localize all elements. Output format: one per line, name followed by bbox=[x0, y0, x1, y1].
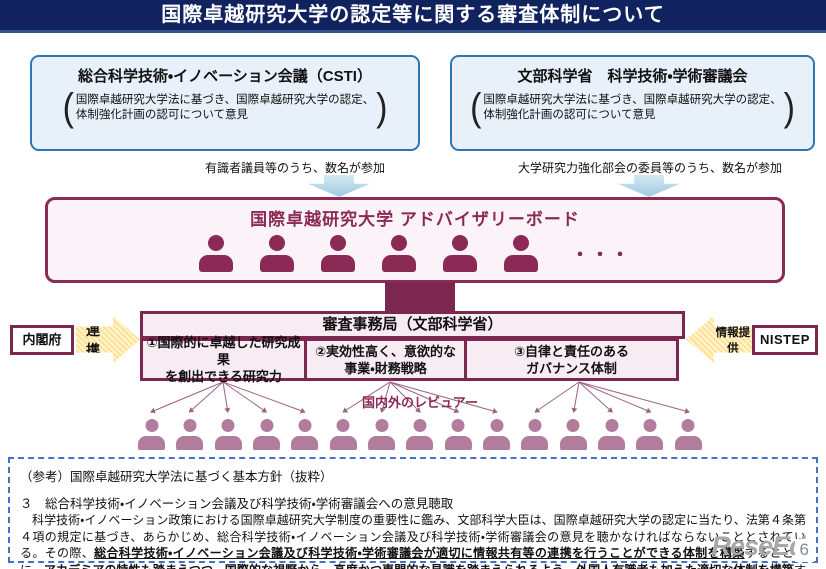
person-icon bbox=[483, 419, 511, 450]
person-icon bbox=[214, 419, 242, 450]
page-number: 6 bbox=[794, 539, 814, 562]
down-arrow-icon bbox=[308, 175, 370, 197]
mext-box: 文部科学省 科学技術・学術審議会 ( 国際卓越研究大学法に基づき、国際卓越研究大… bbox=[450, 55, 815, 151]
person-icon bbox=[521, 419, 549, 450]
reference-segment: 科学技術・イノベーション政策における国際卓越研究大学制度の重要性に鑑み、文部科学… bbox=[20, 513, 806, 560]
secretariat-items: ①国際的に卓越した研究成果 を創出できる研究力 ②実効性高く、意欲的な 事業・財… bbox=[140, 335, 685, 384]
person-icon bbox=[368, 419, 396, 450]
info-provision-arrow: 情報提供 bbox=[686, 316, 752, 363]
reference-box: （参考）国際卓越研究大学法に基づく基本方針（抜粋） ３ 総合科学技術・イノベーシ… bbox=[8, 457, 818, 569]
reference-heading: （参考）国際卓越研究大学法に基づく基本方針（抜粋） bbox=[20, 470, 333, 484]
advisory-board-box: 国際卓越研究大学 アドバイザリーボード ・・・ bbox=[45, 197, 785, 283]
secretariat-title: 審査事務局（文部科学省） bbox=[140, 311, 685, 339]
person-icon bbox=[559, 419, 587, 450]
person-icon bbox=[674, 419, 702, 450]
mext-note: ( 国際卓越研究大学法に基づき、国際卓越研究大学の認定、 体制強化計画の認可につ… bbox=[462, 86, 803, 130]
info-provision-label: 情報提供 bbox=[715, 326, 751, 355]
person-icon bbox=[329, 419, 357, 450]
close-paren: ) bbox=[783, 86, 795, 130]
open-paren: ( bbox=[62, 86, 74, 130]
advisory-board-title: 国際卓越研究大学 アドバイザリーボード bbox=[250, 210, 580, 229]
reference-segment-bold: 総合科学技術・イノベーション会議及び科学技術・学術審議会が適切に情報共有等の連携… bbox=[94, 546, 745, 560]
person-icon bbox=[138, 419, 165, 450]
csti-note: ( 国際卓越研究大学法に基づき、国際卓越研究大学の認定、 体制強化計画の認可につ… bbox=[42, 86, 408, 130]
watermark: ReseEd 6 bbox=[711, 531, 814, 562]
reference-segment: するとともに、 bbox=[20, 546, 806, 569]
left-participation-label: 有識者議員等のうち、数名が参加 bbox=[204, 161, 385, 175]
person-icon bbox=[598, 419, 626, 450]
person-icon bbox=[260, 235, 294, 272]
ellipsis-dots: ・・・ bbox=[571, 244, 631, 265]
person-icon bbox=[176, 419, 204, 450]
board-secretariat-connector bbox=[385, 280, 455, 314]
mext-note-text: 国際卓越研究大学法に基づき、国際卓越研究大学の認定、 体制強化計画の認可について… bbox=[483, 94, 782, 121]
reviewers-label: 国内外のレビュアー bbox=[362, 395, 478, 410]
reference-subheading: ３ 総合科学技術・イノベーション会議及び科学技術・学術審議会への意見聴取 bbox=[20, 497, 454, 511]
person-icon bbox=[199, 235, 233, 272]
advisory-members-row: ・・・ bbox=[199, 235, 631, 272]
nistep-box: NISTEP bbox=[752, 325, 818, 355]
csti-title: 総合科学技術・イノベーション会議（CSTI） bbox=[78, 68, 372, 85]
person-icon bbox=[253, 419, 281, 450]
cabinet-office-box: 内閣府 bbox=[10, 325, 74, 355]
person-icon bbox=[504, 235, 538, 272]
down-arrow-icon bbox=[618, 175, 680, 197]
csti-note-text: 国際卓越研究大学法に基づき、国際卓越研究大学の認定、 体制強化計画の認可について… bbox=[75, 94, 375, 121]
reference-segment-bold: アカデミアの特性も踏まえつつ、国際的な視野から、高度かつ専門的な見識を踏まえられ… bbox=[44, 563, 794, 569]
person-icon bbox=[444, 419, 472, 450]
advisory-members bbox=[199, 235, 538, 272]
reference-segment: することとする。 bbox=[20, 563, 806, 569]
right-participation-label: 大学研究力強化部会の委員等のうち、数名が参加 bbox=[517, 161, 782, 175]
cooperation-arrow: 連 携 bbox=[76, 316, 140, 363]
person-icon bbox=[382, 235, 416, 272]
reference-body: 科学技術・イノベーション政策における国際卓越研究大学制度の重要性に鑑み、文部科学… bbox=[20, 512, 806, 569]
secretariat-item-3: ③自律と責任のある ガバナンス体制 bbox=[464, 338, 679, 381]
person-icon bbox=[291, 419, 319, 450]
secretariat-box: 審査事務局（文部科学省） ①国際的に卓越した研究成果 を創出できる研究力 ②実効… bbox=[140, 311, 685, 384]
cooperation-label: 連 携 bbox=[86, 321, 104, 358]
secretariat-item-2: ②実効性高く、意欲的な 事業・財務戦略 bbox=[304, 338, 467, 381]
person-icon bbox=[636, 419, 664, 450]
person-icon bbox=[321, 235, 355, 272]
secretariat-item-1: ①国際的に卓越した研究成果 を創出できる研究力 bbox=[140, 335, 307, 384]
reviewers-row bbox=[138, 419, 702, 450]
person-icon bbox=[443, 235, 477, 272]
reseed-logo: ReseEd bbox=[711, 531, 805, 561]
open-paren: ( bbox=[470, 86, 482, 130]
close-paren: ) bbox=[376, 86, 388, 130]
mext-title: 文部科学省 科学技術・学術審議会 bbox=[517, 68, 748, 85]
person-icon bbox=[406, 419, 434, 450]
slide-title: 国際卓越研究大学の認定等に関する審査体制について bbox=[0, 0, 826, 33]
csti-box: 総合科学技術・イノベーション会議（CSTI） ( 国際卓越研究大学法に基づき、国… bbox=[30, 55, 420, 151]
